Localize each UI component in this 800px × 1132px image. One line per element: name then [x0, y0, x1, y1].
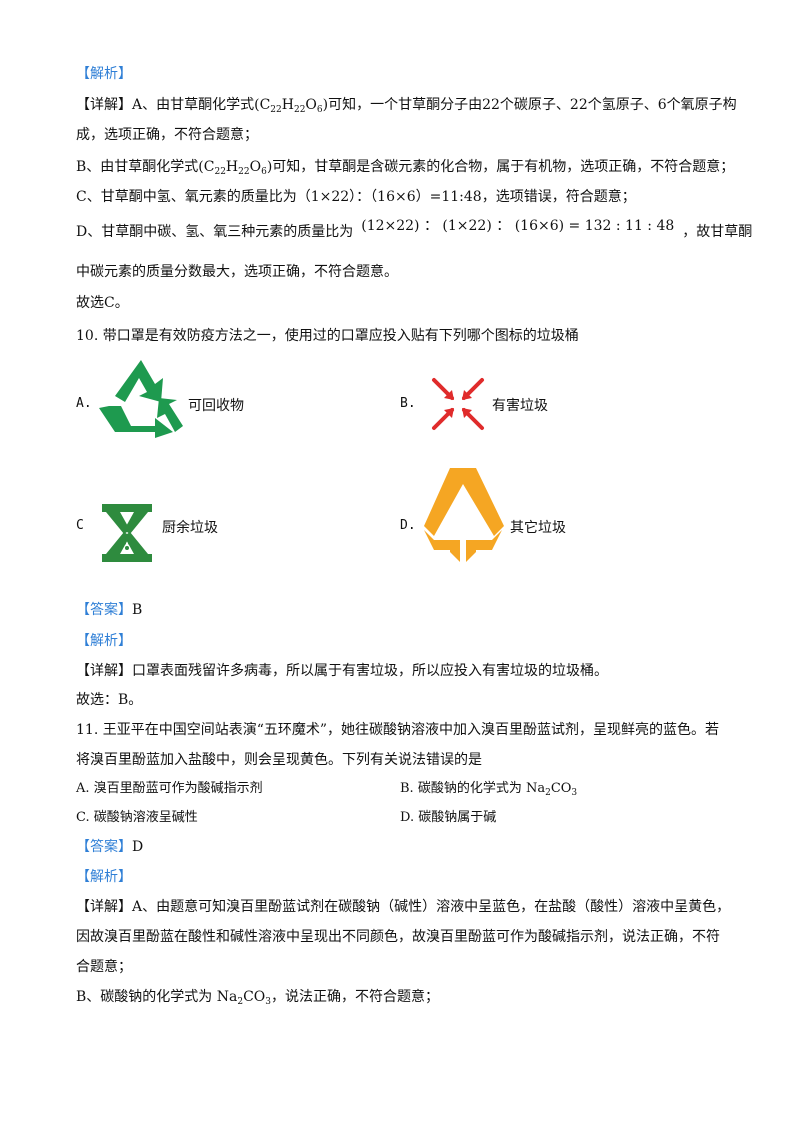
q10-analysis-tag: 【解析】 [76, 633, 132, 649]
q11-option-a: A. 溴百里酚蓝可作为酸碱指示剂 [76, 781, 263, 796]
q11-option-d: D. 碳酸钠属于碱 [400, 810, 497, 825]
q10-option-b-label: 有害垃圾 [492, 398, 548, 414]
q10-answer: 【答案】B [76, 602, 143, 618]
q10-option-a-letter: A. [76, 396, 92, 411]
q9-line-d: D、甘草酮中碳、氢、氧三种元素的质量比为(12×22) ： (1×22) ： (… [76, 218, 753, 240]
section-tag-analysis: 【解析】 [76, 66, 132, 82]
q11-detail-line1: 【详解】A、由题意可知溴百里酚蓝试剂在碳酸钠（碱性）溶液中呈蓝色，在盐酸（酸性）… [76, 899, 731, 915]
mass-ratio-equation: (12×22) ： (1×22) ： (16×6) = 132 : 11 : 4… [361, 218, 675, 234]
other-waste-icon [420, 466, 506, 568]
q11-option-c: C. 碳酸钠溶液呈碱性 [76, 810, 198, 825]
q11-question-line1: 11. 王亚平在中国空间站表演“五环魔术”，她往碳酸钠溶液中加入溴百里酚蓝试剂，… [76, 722, 720, 738]
q9-line-c: C、甘草酮中氢、氧元素的质量比为（1×22）：（16×6）=11:48，选项错误… [76, 189, 636, 205]
q9-conclusion: 故选C。 [76, 295, 129, 311]
q9-line-b: B、由甘草酮化学式(C22H22O6)可知，甘草酮是含碳元素的化合物，属于有机物… [76, 159, 735, 177]
q10-conclusion: 故选：B。 [76, 692, 143, 708]
q11-line-b: B、碳酸钠的化学式为 Na2CO3，说法正确，不符合题意； [76, 989, 440, 1007]
q11-detail-line2: 因故溴百里酚蓝在酸性和碱性溶液中呈现出不同颜色，故溴百里酚蓝可作为酸碱指示剂，说… [76, 929, 720, 945]
q11-question-line2: 将溴百里酚蓝加入盐酸中，则会呈现黄色。下列有关说法错误的是 [76, 752, 482, 768]
q11-option-b: B. 碳酸钠的化学式为 Na2CO3 [400, 781, 578, 798]
q10-detail: 【详解】口罩表面残留许多病毒，所以属于有害垃圾，所以应投入有害垃圾的垃圾桶。 [76, 663, 608, 679]
recycle-icon [95, 356, 187, 442]
q9-detail-line1: 【详解】A、由甘草酮化学式(C22H22O6)可知，一个甘草酮分子由22个碳原子… [76, 97, 737, 115]
q9-line-d2: 中碳元素的质量分数最大，选项正确，不符合题意。 [76, 264, 398, 280]
kitchen-waste-icon [100, 502, 154, 568]
q10-question: 10. 带口罩是有效防疫方法之一，使用过的口罩应投入贴有下列哪个图标的垃圾桶 [76, 328, 579, 344]
q11-answer: 【答案】D [76, 839, 144, 855]
q10-option-c-label: 厨余垃圾 [162, 520, 218, 536]
q10-option-b-letter: B. [400, 396, 416, 411]
q10-option-d-letter: D. [400, 518, 416, 533]
q10-option-d-label: 其它垃圾 [510, 520, 566, 536]
q11-analysis-tag: 【解析】 [76, 869, 132, 885]
q10-option-a-label: 可回收物 [188, 398, 244, 414]
hazardous-icon [430, 376, 486, 436]
q9-detail-line2: 成，选项正确，不符合题意； [76, 127, 258, 143]
q10-option-c-letter: C [76, 518, 84, 533]
q11-detail-line3: 合题意； [76, 959, 132, 975]
